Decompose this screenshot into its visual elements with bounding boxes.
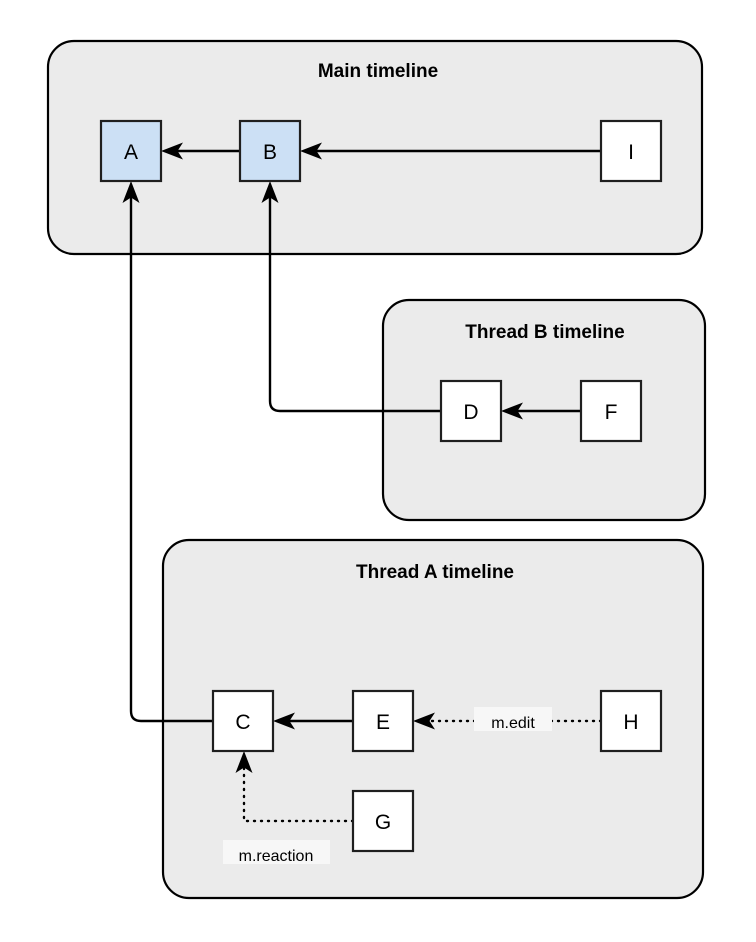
edge-g-to-c-line [242, 763, 355, 823]
main-timeline-title: Main timeline [318, 61, 438, 82]
node-b-label: B [263, 141, 277, 164]
node-f-label: F [605, 401, 618, 424]
node-b[interactable]: B [238, 119, 302, 183]
edge-b-to-a[interactable] [161, 142, 240, 160]
node-i-box[interactable] [599, 119, 663, 183]
edge-f-to-d-arrowhead [501, 402, 523, 420]
node-g-label: G [375, 811, 391, 834]
container-main-timeline[interactable]: Main timeline [46, 39, 704, 256]
edge-c-to-a-arrowhead [122, 181, 140, 203]
node-d[interactable]: D [439, 379, 503, 443]
edge-i-to-b-arrowhead [300, 142, 322, 160]
edge-h-to-e-arrowhead [413, 712, 435, 730]
edge-e-to-c[interactable] [273, 712, 353, 730]
edge-f-to-d[interactable] [501, 402, 581, 420]
node-h-box[interactable] [599, 689, 663, 753]
node-e[interactable]: E [351, 689, 415, 753]
node-f-box[interactable] [579, 379, 643, 443]
m-edit-label-text: m.edit [491, 715, 535, 732]
edge-d-to-b[interactable] [261, 181, 442, 413]
m-reaction-label-backdrop [223, 840, 330, 864]
node-b-box[interactable] [238, 119, 302, 183]
edge-g-to-c[interactable] [235, 751, 355, 823]
node-a-label: A [124, 141, 138, 164]
edge-label-m-reaction: m.reaction [223, 840, 330, 865]
edge-c-to-a-line [129, 195, 213, 723]
node-a[interactable]: A [99, 119, 163, 183]
node-e-box[interactable] [351, 689, 415, 753]
node-i-label: I [628, 141, 634, 164]
thread-a-timeline-title: Thread A timeline [356, 562, 514, 583]
node-e-label: E [376, 711, 390, 734]
edge-g-to-c-arrowhead [235, 751, 253, 773]
thread-b-timeline-title: Thread B timeline [465, 322, 624, 343]
node-c[interactable]: C [211, 689, 275, 753]
edge-d-to-b-arrowhead [261, 181, 279, 203]
node-f[interactable]: F [579, 379, 643, 443]
node-g-box[interactable] [351, 789, 415, 853]
main-timeline-box[interactable] [46, 39, 704, 256]
edge-label-m-edit: m.edit [474, 707, 552, 732]
m-reaction-label-text: m.reaction [239, 848, 314, 865]
edge-h-to-e[interactable] [413, 712, 603, 730]
edge-i-to-b[interactable] [300, 142, 601, 160]
thread-a-timeline-box[interactable] [161, 538, 705, 900]
node-d-label: D [463, 401, 478, 424]
node-a-box[interactable] [99, 119, 163, 183]
node-d-box[interactable] [439, 379, 503, 443]
node-c-label: C [235, 711, 250, 734]
node-h-label: H [623, 711, 638, 734]
container-thread-a-timeline[interactable]: Thread A timeline [161, 538, 705, 900]
edge-e-to-c-arrowhead [273, 712, 295, 730]
m-edit-label-backdrop [474, 707, 552, 731]
node-i[interactable]: I [599, 119, 663, 183]
node-h[interactable]: H [599, 689, 663, 753]
node-c-box[interactable] [211, 689, 275, 753]
edge-b-to-a-arrowhead [161, 142, 183, 160]
node-g[interactable]: G [351, 789, 415, 853]
edge-c-to-a[interactable] [122, 181, 214, 723]
edge-d-to-b-line [268, 195, 441, 413]
